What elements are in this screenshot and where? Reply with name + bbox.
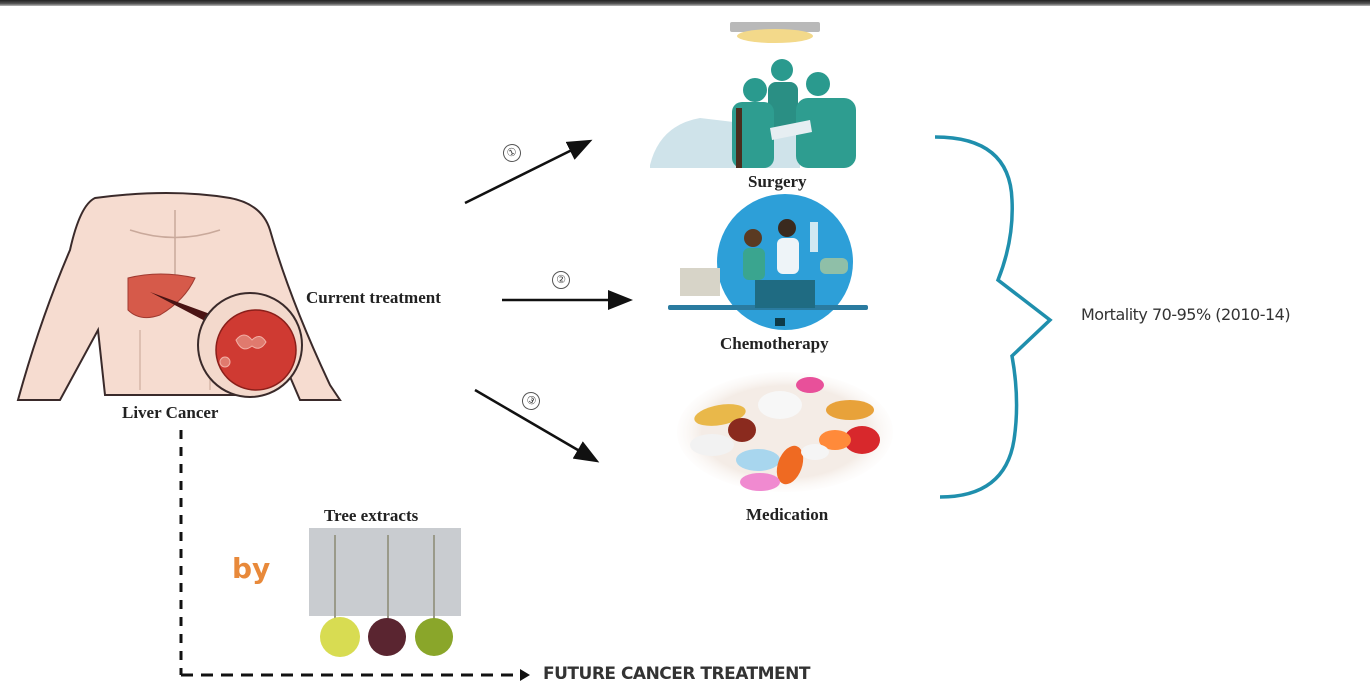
liver-cancer-label: Liver Cancer <box>122 403 219 422</box>
step-badge-2: ② <box>552 271 570 289</box>
surgery-label: Surgery <box>748 172 807 191</box>
by-label: by <box>232 552 271 585</box>
current-treatment-label: Current treatment <box>306 288 441 307</box>
flasks-icon <box>309 528 461 657</box>
tree-extracts-label: Tree extracts <box>324 506 419 525</box>
chemotherapy-icon <box>668 194 868 330</box>
top-border <box>0 0 1370 6</box>
future-treatment-path <box>179 430 530 681</box>
pills-icon <box>677 372 893 492</box>
medication-label: Medication <box>746 505 829 524</box>
arrow-to-surgery <box>464 139 593 205</box>
curly-brace <box>934 135 1053 499</box>
arrow-to-medication <box>474 388 600 463</box>
future-treatment-label: FUTURE CANCER TREATMENT <box>543 664 810 684</box>
chemotherapy-label: Chemotherapy <box>720 334 829 353</box>
surgery-team-icon <box>650 22 856 168</box>
torso-liver-icon <box>16 192 342 401</box>
mortality-label: Mortality 70-95% (2010-14) <box>1081 305 1291 324</box>
